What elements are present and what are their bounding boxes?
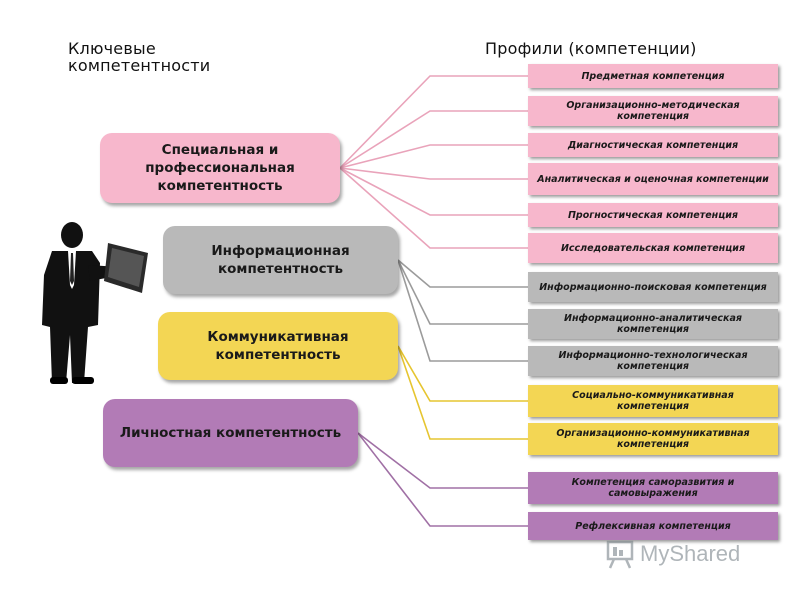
businessman-silhouette-icon (42, 222, 148, 384)
profile-organizational-methodical: Организационно-методическая компетенция (528, 96, 778, 126)
profile-social-communicative: Социально-коммуникативная компетенция (528, 385, 778, 417)
connector-line (339, 167, 528, 180)
connector-line (339, 167, 528, 216)
key-competencies-heading: Ключевые компетентности (68, 39, 211, 75)
profile-diagnostic: Диагностическая компетенция (528, 133, 778, 157)
profiles-heading: Профили (компетенции) (485, 39, 697, 58)
connector-line (357, 432, 528, 527)
profile-prognostic: Прогностическая компетенция (528, 203, 778, 227)
profile-self-development: Компетенция саморазвития и самовыражения (528, 472, 778, 504)
profile-reflexive: Рефлексивная компетенция (528, 512, 778, 540)
watermark-text: MyShared (640, 541, 741, 566)
presentation-board-icon (606, 540, 634, 569)
connector-line (357, 432, 528, 489)
key-box-personal: Личностная компетентность (103, 399, 358, 467)
connector-line (339, 75, 528, 169)
profile-info-search: Информационно-поисковая компетенция (528, 272, 778, 302)
connector-line (397, 259, 528, 362)
connector-line (397, 259, 528, 325)
profile-subject: Предметная компетенция (528, 64, 778, 88)
profile-analytical-evaluative: Аналитическая и оценочная компетенции (528, 163, 778, 195)
connector-line (397, 345, 528, 440)
connector-line (339, 110, 528, 169)
watermark: MyShared (606, 538, 776, 570)
profile-info-analytical: Информационно-аналитическая компетенция (528, 309, 778, 339)
profile-info-technological: Информационно-технологическая компетенци… (528, 346, 778, 376)
profile-organizational-communicative: Организационно-коммуникативная компетенц… (528, 423, 778, 455)
connector-line (339, 167, 528, 249)
connector-line (397, 345, 528, 402)
key-box-special-professional: Специальная и профессиональная компетент… (100, 133, 340, 203)
key-box-communicative: Коммуникативная компетентность (158, 312, 398, 380)
profile-research: Исследовательская компетенция (528, 233, 778, 263)
connector-line (339, 144, 528, 169)
connector-line (397, 259, 528, 288)
key-box-information: Информационная компетентность (163, 226, 398, 294)
